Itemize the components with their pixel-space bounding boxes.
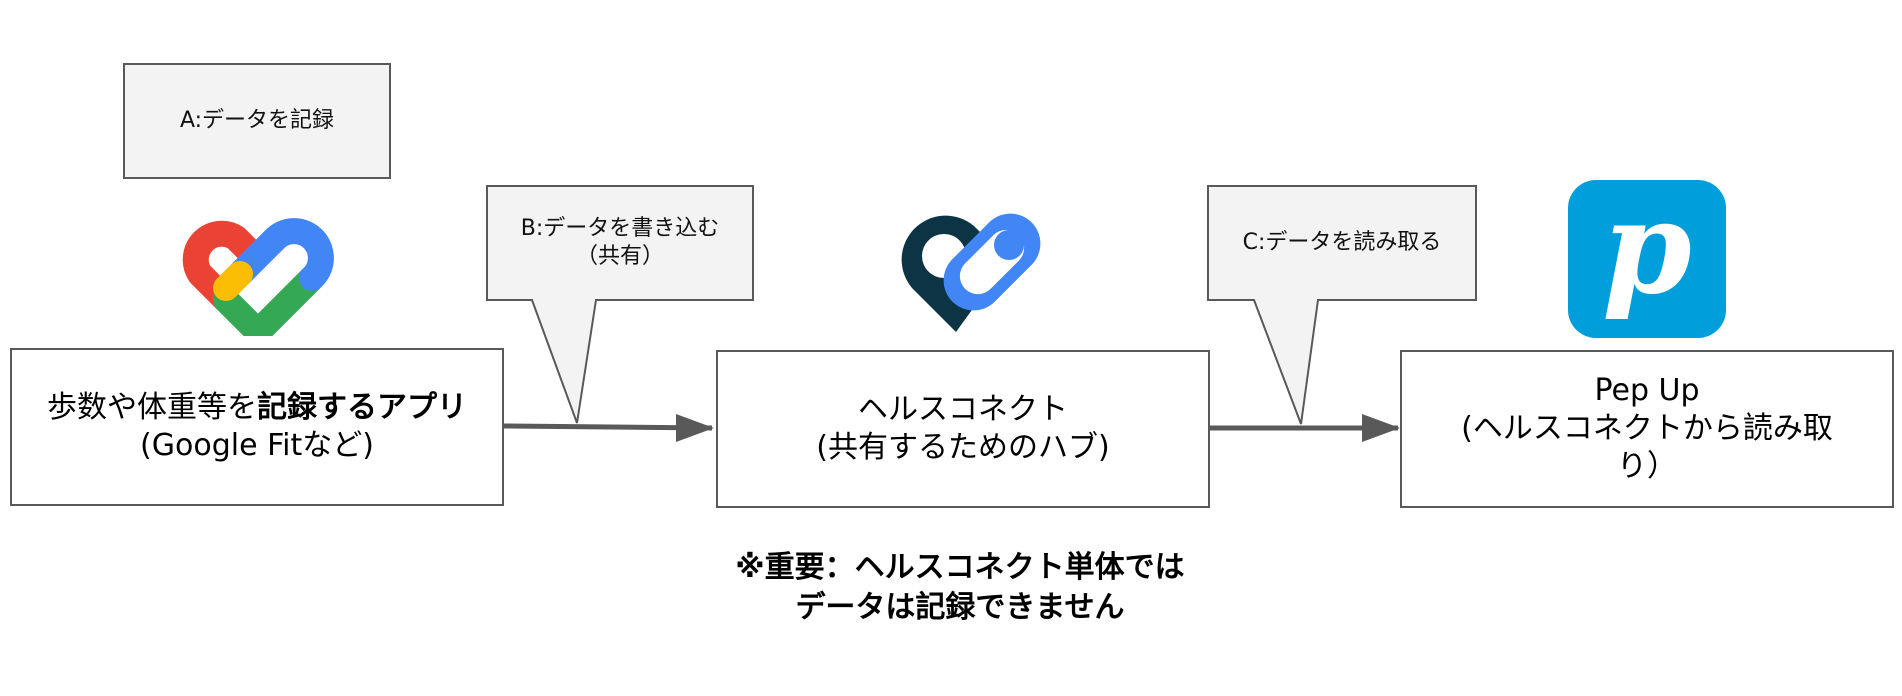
recorder-app-line1: 歩数や体重等を記録するアプリ [47, 389, 467, 427]
pep-up-icon: p [1568, 180, 1726, 338]
important-note: ※重要：ヘルスコネクト単体では データは記録できません [620, 548, 1300, 628]
arrow-to-hub-head [676, 414, 714, 442]
recorder-app-bold: 記録するアプリ [257, 390, 467, 425]
pep-up-glyph: p [1602, 180, 1692, 323]
health-connect-icon [901, 213, 1041, 332]
recorder-app-line2: (Google Fitなど) [140, 428, 374, 463]
callout-a-text: A:データを記録 [124, 64, 390, 178]
arrow-to-pepup-head [1362, 414, 1400, 442]
health-connect-line1: ヘルスコネクト [858, 392, 1068, 427]
pep-up-line2: (ヘルスコネクトから読み取 [1461, 411, 1833, 446]
callout-b-text: B:データを書き込む （共有） [487, 186, 753, 300]
callout-c-text: C:データを読み取る [1208, 186, 1476, 300]
callout-a-box [123, 63, 391, 179]
callout-b-label: B:データを書き込む [520, 216, 720, 241]
recorder-app-box: 歩数や体重等を記録するアプリ (Google Fitなど) [10, 348, 504, 506]
google-fit-icon [182, 218, 334, 336]
callout-b-sublabel: （共有） [575, 244, 664, 269]
callout-b-shape [486, 185, 754, 424]
health-connect-box: ヘルスコネクト (共有するためのハブ) [716, 350, 1210, 508]
health-connect-line2: (共有するためのハブ) [816, 430, 1110, 465]
pep-up-line1: Pep Up [1594, 373, 1700, 408]
important-note-line1: ※重要：ヘルスコネクト単体では [735, 550, 1185, 585]
important-note-line2: データは記録できません [795, 590, 1125, 625]
pep-up-line3: り） [1617, 449, 1677, 484]
callout-c-label: C:データを読み取る [1242, 230, 1442, 255]
pep-up-box: Pep Up (ヘルスコネクトから読み取 り） [1400, 350, 1894, 508]
callout-a-label: A:データを記録 [179, 108, 335, 133]
callout-c-shape [1207, 185, 1477, 425]
recorder-app-prefix: 歩数や体重等を [47, 390, 257, 425]
